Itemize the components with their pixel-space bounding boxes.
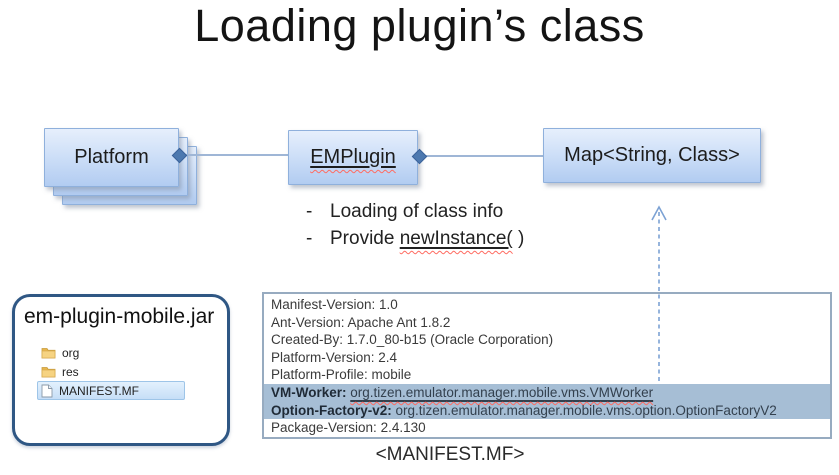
manifest-caption: <MANIFEST.MF> [375,444,525,465]
file-label: res [62,364,79,379]
jar-title: em-plugin-mobile.jar [24,305,215,328]
list-item-manifest[interactable]: MANIFEST.MF [37,381,185,400]
manifest-key: Platform-Profile: [271,367,372,383]
manifest-key: Package-Version: [271,420,381,436]
manifest-key: Manifest-Version: [271,297,380,312]
file-label: org [62,345,80,360]
bullet-dash: - [306,228,313,249]
file-icon [41,384,53,397]
note-text-suffix: ) [512,228,525,249]
file-label: MANIFEST.MF [59,383,139,398]
note-line: -Provide newInstance( ) [306,225,524,252]
manifest-row-option-factory: Option-Factory-v2: org.tizen.emulator.ma… [264,401,830,420]
manifest-row: Manifest-Version: 1.0 [264,296,830,314]
note-text: Provide newInstance( ) [330,225,524,252]
connector-emplugin-map [420,155,543,157]
newinstance-underline: newInstance( [400,228,513,249]
platform-node: Platform [44,128,179,187]
manifest-value: mobile [371,367,412,383]
list-item-res[interactable]: res [37,362,185,381]
manifest-row: Ant-Version: Apache Ant 1.8.2 [264,314,830,332]
manifest-row: Created-By: 1.7.0_80-b15 (Oracle Corpora… [264,331,830,349]
folder-icon [41,367,56,378]
manifest-row-vm-worker: VM-Worker: org.tizen.emulator.manager.mo… [264,383,830,402]
bullet-dash: - [306,201,313,222]
manifest-value-underline: org.tizen.emulator.manager.mobile.vms.VM… [350,385,653,400]
page-title: Loading plugin’s class [194,0,645,51]
manifest-value: 2.4 [378,349,398,365]
emplugin-label-underline: EMPlugin [310,146,396,169]
manifest-value: Apache Ant 1.8.2 [347,314,451,330]
map-label: Map<String, Class> [564,144,740,166]
manifest-value: org.tizen.emulator.manager.mobile.vms.VM… [350,384,654,400]
manifest-value: 1.0 [379,297,398,312]
note-text: Loading of class info [330,201,504,222]
manifest-value: org.tizen.emulator.manager.mobile.vms.op… [395,402,777,418]
newinstance-text: newInstance( [399,228,513,249]
emplugin-label: EMPlugin [310,146,396,168]
manifest-key: Ant-Version: [271,314,348,330]
note-text-prefix: Provide [330,228,400,249]
note-line: -Loading of class info [306,198,524,225]
manifest-value: 2.4.130 [380,420,426,436]
notes-block: -Loading of class info -Provide newInsta… [306,198,524,252]
manifest-key: VM-Worker: [271,384,351,400]
folder-icon [41,348,56,359]
jar-file-list: org res MANIFEST.MF [37,343,227,400]
manifest-row: Platform-Profile: mobile [264,366,830,384]
manifest-box: Manifest-Version: 1.0 Ant-Version: Apach… [262,292,832,439]
jar-panel: em-plugin-mobile.jar org res [12,294,230,446]
manifest-row: Package-Version: 2.4.130 [264,419,830,437]
manifest-value: 1.7.0_80-b15 (Oracle Corporation) [346,332,554,348]
manifest-key: Option-Factory-v2: [271,402,396,418]
manifest-key: Platform-Version: [271,349,379,365]
connector-platform-emplugin [181,154,289,156]
emplugin-node: EMPlugin [288,130,418,185]
map-node: Map<String, Class> [543,128,761,183]
platform-label: Platform [74,146,149,168]
arrow-up-icon [651,205,667,381]
list-item-org[interactable]: org [37,343,185,362]
manifest-key: Created-By: [271,332,347,348]
manifest-row: Platform-Version: 2.4 [264,349,830,367]
